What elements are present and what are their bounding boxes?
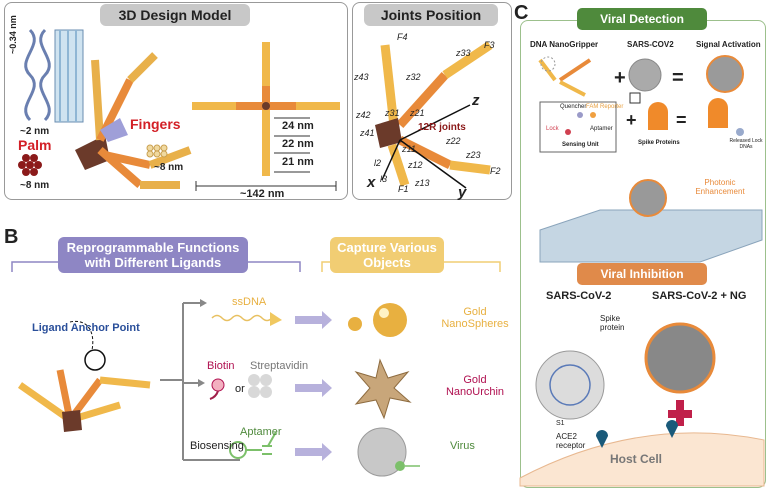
block-icon <box>668 410 692 418</box>
palm-size-label: ~8 nm <box>20 180 50 191</box>
span-142nm: ~142 nm <box>240 188 285 200</box>
virus-label: Virus <box>450 440 475 452</box>
ace2-receptor-label: ACE2 receptor <box>556 432 586 450</box>
fingers-label: Fingers <box>130 116 181 132</box>
palm-cross-section-icon <box>18 154 42 176</box>
segment-24nm: 24 nm <box>282 120 314 132</box>
host-cell-label: Host Cell <box>610 452 663 466</box>
spike-proteins-label: Spike Proteins <box>638 140 680 146</box>
gold-nanospheres-label: Gold NanoSpheres <box>441 306 509 330</box>
lock-label: Lock <box>546 126 559 132</box>
ligands-header: Reprogrammable Functions with Different … <box>58 237 248 273</box>
photonic-enhancement-label: Photonic Enhancement <box>695 178 745 196</box>
released-lock-label: Released Lock DNAs <box>729 138 763 150</box>
segment-21nm: 21 nm <box>282 156 314 168</box>
label-z32: z32 <box>406 72 421 82</box>
label-l2: l2 <box>374 158 382 168</box>
ssdna-label: ssDNA <box>232 296 267 308</box>
dna-width-label: ~2 nm <box>20 126 50 137</box>
spike-protein-label: Spike protein <box>600 314 625 332</box>
captured-virus-icon <box>706 55 744 93</box>
capture-header: Capture Various Objects <box>330 237 444 273</box>
panel-a-title: 3D Design Model <box>100 4 250 26</box>
label-z42: z42 <box>356 110 371 120</box>
label-f1: F1 <box>398 184 409 194</box>
spike-protein-icon <box>648 102 668 130</box>
label-f3: F3 <box>484 40 495 50</box>
label-f4: F4 <box>397 32 408 42</box>
quencher-label: Quencher <box>560 104 587 110</box>
label-z23: z23 <box>466 150 481 160</box>
label-z12: z12 <box>408 160 423 170</box>
sars-cov2-ng-icon <box>644 322 716 394</box>
s1-label: S1 <box>556 420 565 427</box>
virus-icon <box>357 427 407 477</box>
panel-label-c: C <box>514 2 529 24</box>
host-cell-icon <box>519 432 765 487</box>
svg-text:=: = <box>676 110 687 130</box>
sensing-unit-box <box>539 101 617 153</box>
axis-y: y <box>458 184 467 201</box>
gold-nanourchin-label: Gold NanoUrchin <box>445 374 505 398</box>
svg-text:+: + <box>614 67 626 89</box>
axis-x: x <box>367 174 376 191</box>
joints-title: Joints Position <box>364 4 498 26</box>
ssdna-strand-icon <box>211 314 273 322</box>
label-z11: z11 <box>402 144 416 154</box>
label-z33: z33 <box>456 48 471 58</box>
streptavidin-icon <box>248 374 272 398</box>
axis-z: z <box>472 92 480 109</box>
or-label: or <box>235 383 245 395</box>
coronavirus-icon <box>628 58 662 92</box>
fingers-size-label: ~8 nm <box>154 162 184 173</box>
label-z22: z22 <box>446 136 461 146</box>
sars-cov2-icon <box>535 350 605 420</box>
panel-label-b: B <box>4 226 19 248</box>
nanogripper-model-icon <box>75 52 192 189</box>
fam-reporter-label: FAM Reporter <box>586 104 624 110</box>
gold-nanourchin-icon <box>354 358 412 420</box>
label-z43: z43 <box>354 72 369 82</box>
joints-count-label: 12R joints <box>418 122 466 133</box>
palm-label: Palm <box>18 137 52 153</box>
ace2-receptor-icon <box>596 430 608 448</box>
dna-nanogripper-label: DNA NanoGripper <box>530 40 599 49</box>
sars-cov2-label: SARS-CoV-2 <box>546 290 612 302</box>
viral-inhibition-header: Viral Inhibition <box>577 263 707 285</box>
signal-activation-label: Signal Activation <box>696 40 761 49</box>
label-z13: z13 <box>415 178 430 188</box>
biosensing-label: Biosensing <box>190 440 244 452</box>
gripper-ligands-icon <box>17 349 151 432</box>
finger-cross-section-icon <box>146 144 168 158</box>
photonic-crystal-icon <box>539 209 763 263</box>
biotin-label: Biotin <box>207 360 235 372</box>
label-z41: z41 <box>360 128 375 138</box>
nanogripper-small-icon <box>538 58 592 97</box>
segment-22nm: 22 nm <box>282 138 314 150</box>
svg-text:+: + <box>626 110 637 130</box>
label-l3: l3 <box>380 174 388 184</box>
aptamer-icon <box>229 431 277 459</box>
sensing-unit-label: Sensing Unit <box>562 142 599 148</box>
label-f2: F2 <box>490 166 501 176</box>
dna-helix-icon <box>24 28 51 122</box>
sars-cov2-ng-label: SARS-CoV-2 + NG <box>652 290 747 302</box>
aptamer-small-label: Aptamer <box>590 126 613 132</box>
cross-layout-icon <box>192 42 340 176</box>
aptamer-label: Aptamer <box>240 426 282 438</box>
label-z21: z21 <box>410 108 425 118</box>
sars-cov2-top-label: SARS-COV2 <box>627 40 674 49</box>
gold-nanosphere-small-icon <box>348 317 362 331</box>
viral-detection-header: Viral Detection <box>577 8 707 30</box>
ligand-anchor-label: Ligand Anchor Point <box>32 322 140 334</box>
streptavidin-label: Streptavidin <box>250 360 309 372</box>
svg-text:=: = <box>672 67 684 89</box>
label-z31: z31 <box>385 108 400 118</box>
